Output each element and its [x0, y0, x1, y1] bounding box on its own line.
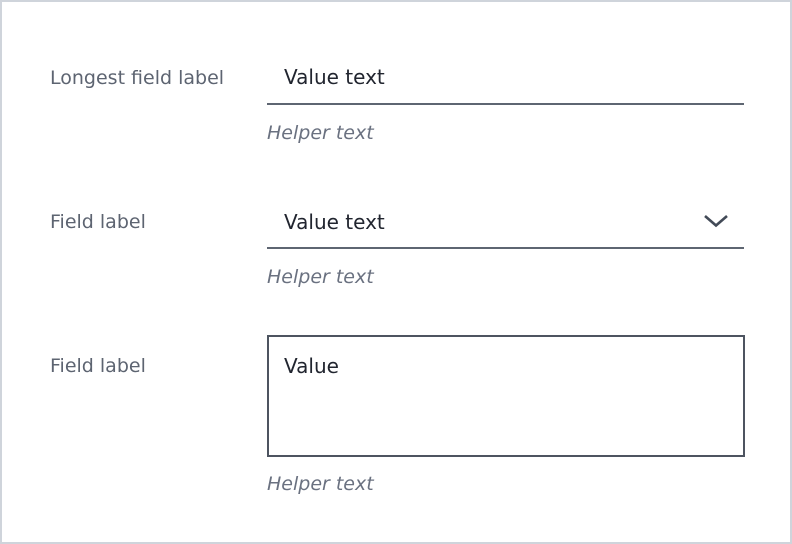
helper-text: Helper text [267, 122, 374, 144]
field-label: Field label [50, 355, 146, 377]
dropdown-selected-value: Value text [284, 210, 385, 234]
textarea-input[interactable]: Value [267, 335, 745, 457]
chevron-down-icon [703, 213, 729, 232]
field-label: Field label [50, 211, 146, 233]
text-input[interactable] [267, 59, 744, 105]
helper-text: Helper text [267, 266, 374, 288]
helper-text: Helper text [267, 473, 374, 495]
field-label: Longest field label [50, 67, 225, 89]
dropdown-select[interactable]: Value text [267, 203, 744, 249]
